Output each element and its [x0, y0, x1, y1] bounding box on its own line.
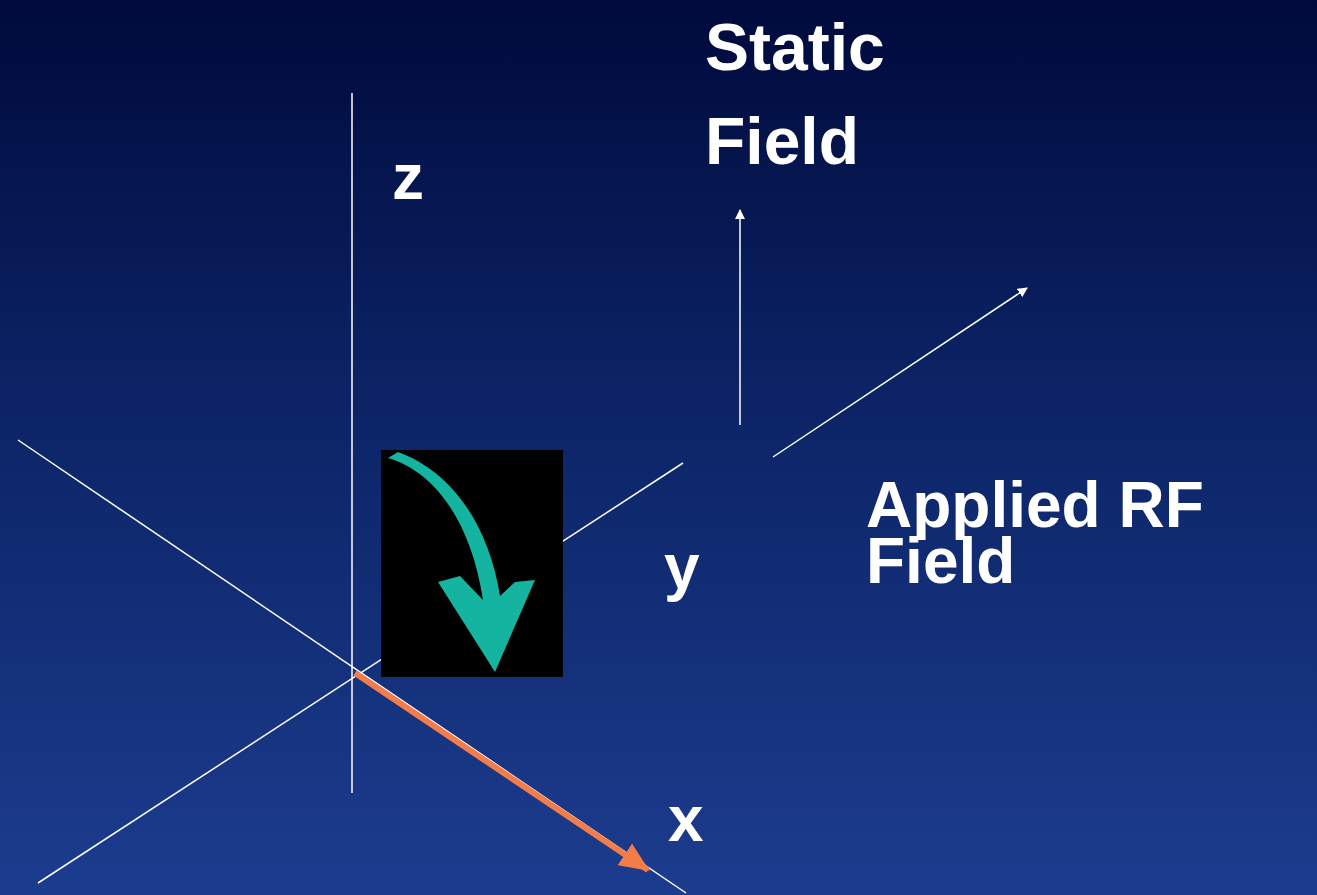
y-axis [38, 463, 683, 883]
axis-label: z [392, 140, 452, 214]
axis-label: x [668, 782, 728, 856]
field-label: Applied RF Field [866, 477, 1306, 589]
z-axis [351, 93, 353, 793]
curved-arrow-icon [388, 452, 535, 672]
x-axis [18, 440, 686, 893]
field-label: Static Field [705, 0, 965, 188]
icon-box [381, 450, 563, 677]
magnetization-vector [355, 673, 648, 870]
axis-label: y [664, 530, 724, 604]
rf-field-arrow [773, 288, 1027, 457]
static-field-arrow [739, 210, 741, 425]
